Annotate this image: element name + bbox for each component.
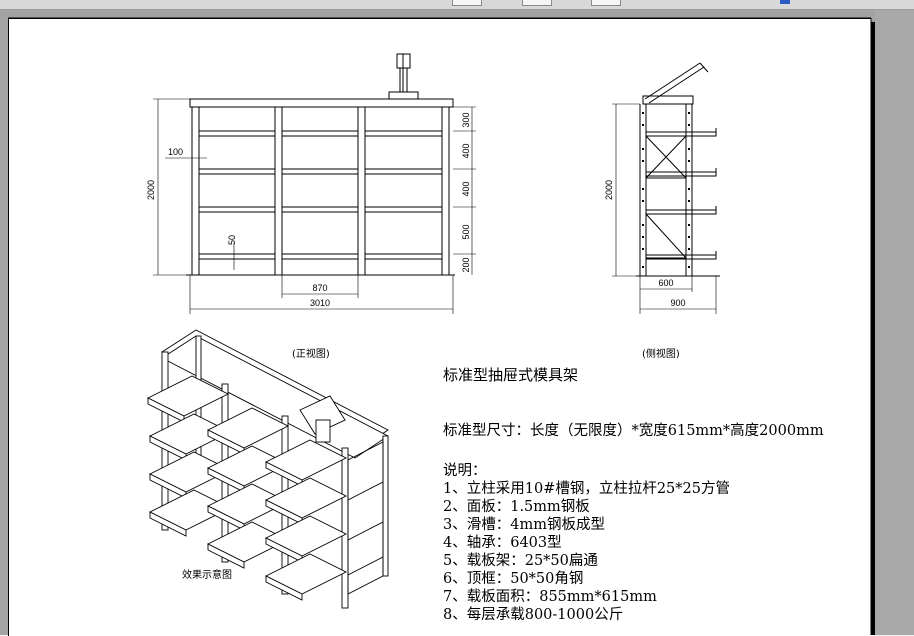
front-shelves [198, 130, 443, 260]
front-view-caption: (正视图) [292, 349, 330, 360]
front-height-label: 2000 [146, 180, 156, 200]
spec-note-6: 6、顶框：50*50角钢 [443, 571, 584, 587]
front-level-2: 400 [461, 143, 471, 158]
front-bay-width-label: 870 [312, 283, 327, 293]
page-shadow [871, 22, 875, 635]
toolbar-indicator-icon [780, 0, 790, 4]
side-view-drawing [612, 62, 720, 314]
spec-notes-heading: 说明： [443, 463, 487, 479]
side-view-caption: (侧视图) [642, 349, 680, 360]
front-view-drawing [153, 53, 476, 314]
side-view-dim-labels: 2000 600 900 [604, 180, 686, 308]
side-depth-label: 600 [658, 278, 673, 288]
front-view-dim-labels: 2000 100 50 870 3010 300 400 400 500 200 [146, 112, 471, 308]
side-view-rivets [642, 112, 690, 268]
front-total-width-label: 3010 [310, 298, 330, 308]
spec-note-8: 8、每层承载800-1000公斤 [443, 607, 624, 623]
spec-note-3: 3、滑槽：4mm钢板成型 [443, 517, 605, 533]
side-height-label: 2000 [604, 180, 614, 200]
front-uprights [191, 107, 450, 275]
toolbar-button-1[interactable] [452, 0, 482, 6]
spec-title: 标准型抽屉式模具架 [443, 366, 579, 384]
front-lift-device [388, 53, 419, 100]
document-page [8, 18, 871, 636]
front-bottom-label: 50 [227, 235, 237, 245]
front-shelf-label: 100 [168, 147, 183, 157]
spec-note-1: 1、立柱采用10#槽钢，立柱拉杆25*25方管 [443, 481, 730, 497]
toolbar-button-3[interactable] [591, 0, 621, 6]
spec-note-2: 2、面板：1.5mm钢板 [443, 499, 590, 515]
viewport-gutter [875, 10, 914, 635]
spec-note-7: 7、载板面积：855mm*615mm [443, 589, 657, 605]
spec-size: 标准型尺寸：长度（无限度）*宽度615mm*高度2000mm [443, 423, 824, 439]
front-level-5: 200 [461, 257, 471, 272]
iso-view-caption: 效果示意图 [182, 570, 232, 581]
side-total-depth-label: 900 [670, 298, 685, 308]
isometric-view-drawing [146, 329, 389, 609]
toolbar-button-2[interactable] [522, 0, 552, 6]
front-level-4: 500 [461, 224, 471, 239]
front-top-frame [189, 98, 454, 108]
front-level-1: 300 [461, 112, 471, 127]
front-level-3: 400 [461, 181, 471, 196]
spec-note-4: 4、轴承：6403型 [443, 535, 562, 551]
app-toolbar [0, 0, 914, 10]
spec-note-5: 5、载板架：25*50扁通 [443, 553, 598, 569]
